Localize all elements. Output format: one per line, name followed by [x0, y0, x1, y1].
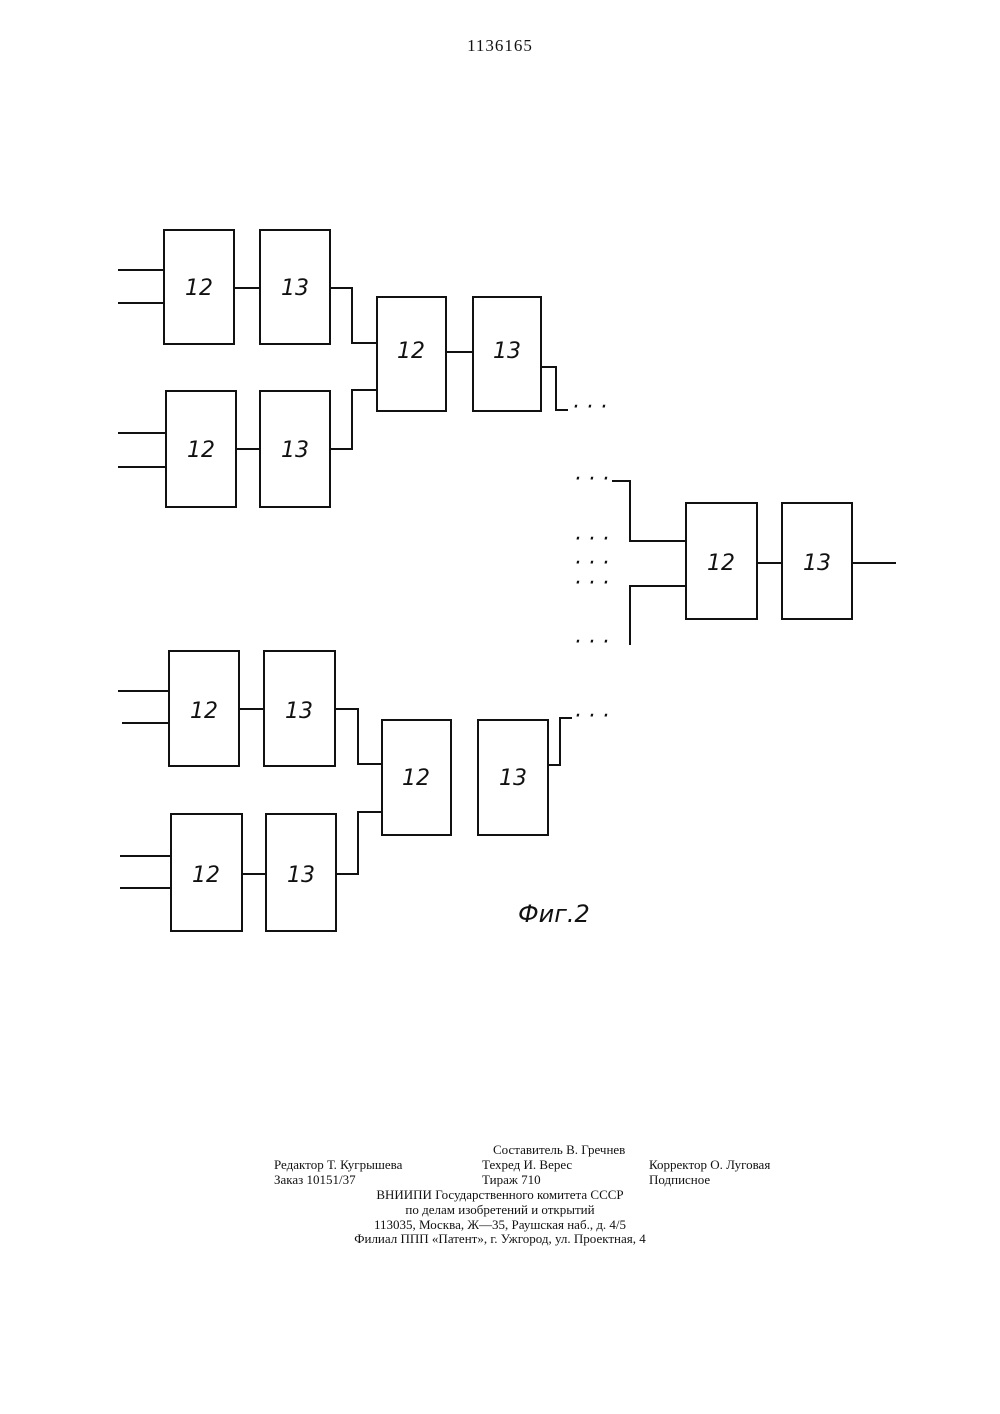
- block-13-label: 13: [285, 699, 313, 724]
- continuation-dots: · · ·: [574, 704, 609, 729]
- block-12-label: 12: [192, 863, 220, 888]
- block-13-label: 13: [803, 551, 831, 576]
- imprint-tech-editor: Техред И. Верес: [482, 1157, 572, 1173]
- imprint-org-line-2: по делам изобретений и открытий: [0, 1202, 1000, 1218]
- block-13-label: 13: [281, 276, 309, 301]
- imprint-circulation: Тираж 710: [482, 1172, 541, 1188]
- block-12-label: 12: [397, 339, 425, 364]
- continuation-dots: · · ·: [574, 527, 609, 552]
- figure-caption: Фиг.2: [518, 900, 590, 928]
- imprint-editor: Редактор Т. Кугрышева: [274, 1157, 402, 1173]
- continuation-dots: · · ·: [574, 630, 609, 655]
- connector: [330, 288, 377, 343]
- continuation-dots: · · ·: [574, 467, 609, 492]
- connector: [541, 367, 568, 410]
- block-12-label: 12: [185, 276, 213, 301]
- block-13-label: 13: [493, 339, 521, 364]
- stage-2-top: 12 13 · · ·: [377, 297, 607, 420]
- connector: [548, 718, 572, 765]
- pair-3: 12 13: [118, 651, 382, 766]
- connector: [630, 586, 686, 645]
- connector: [612, 481, 686, 541]
- block-12-label: 12: [707, 551, 735, 576]
- connector: [330, 390, 377, 449]
- imprint-branch: Филиал ППП «Патент», г. Ужгород, ул. Про…: [0, 1231, 1000, 1247]
- stage-2-bottom: 12 13 · · ·: [382, 704, 609, 835]
- pair-1: 12 13: [118, 230, 377, 344]
- block-13-label: 13: [281, 438, 309, 463]
- connector: [336, 812, 382, 874]
- block-12-label: 12: [190, 699, 218, 724]
- block-13-label: 13: [499, 766, 527, 791]
- block-12-label: 12: [402, 766, 430, 791]
- imprint-subscription: Подписное: [649, 1172, 710, 1188]
- pair-2: 12 13: [118, 390, 377, 507]
- block-12-label: 12: [187, 438, 215, 463]
- block-13-label: 13: [287, 863, 315, 888]
- continuation-dots: · · ·: [574, 571, 609, 596]
- imprint-order: Заказ 10151/37: [274, 1172, 356, 1188]
- connector: [335, 709, 382, 764]
- imprint-corrector: Корректор О. Луговая: [649, 1157, 770, 1173]
- continuation-dots: · · ·: [572, 395, 607, 420]
- imprint-org-line-1: ВНИИПИ Государственного комитета СССР: [0, 1187, 1000, 1203]
- final-stage: · · · · · · · · · · · · · · · 12 13: [574, 467, 896, 655]
- pair-4: 12 13: [120, 812, 382, 931]
- imprint-compiler: Составитель В. Гречнев: [493, 1142, 625, 1158]
